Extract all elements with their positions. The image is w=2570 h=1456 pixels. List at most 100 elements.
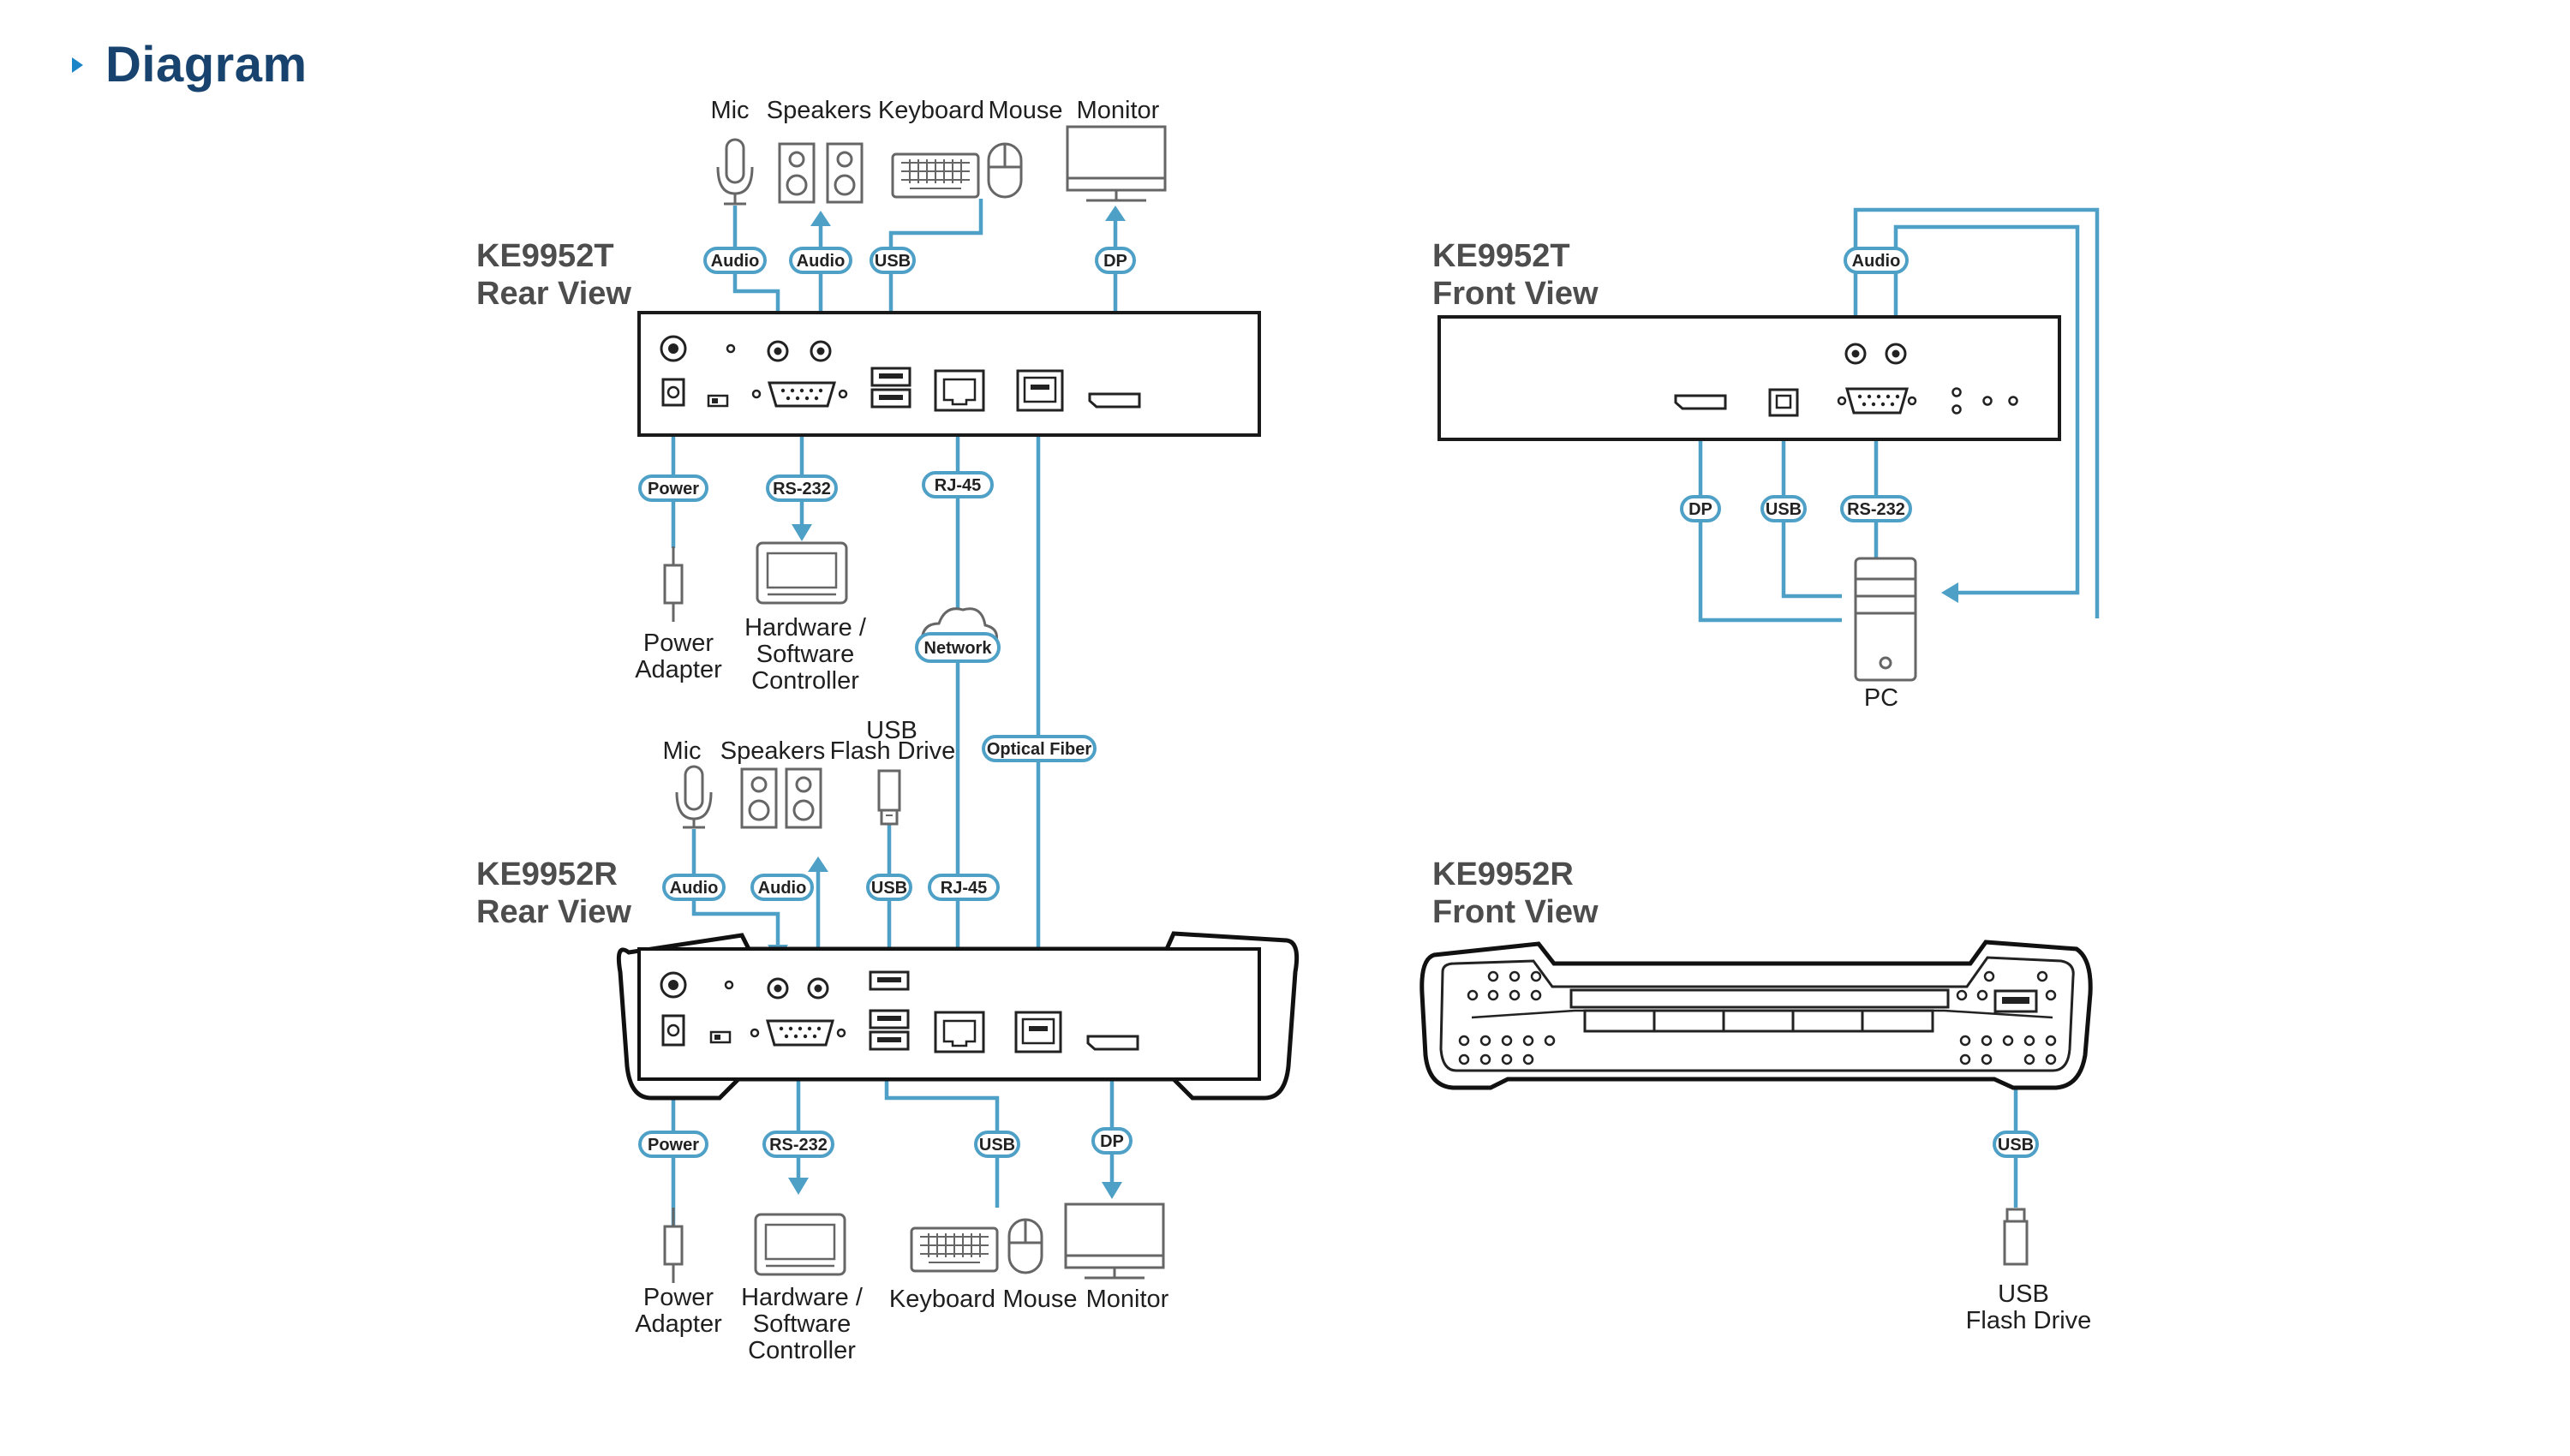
- svg-text:Audio: Audio: [670, 879, 719, 898]
- ke9952r-front-device: [1419, 940, 2093, 1090]
- svg-text:Audio: Audio: [1852, 252, 1901, 271]
- page-title: Diagram: [105, 37, 308, 92]
- svg-text:RS-232: RS-232: [773, 480, 831, 498]
- label-t-keyboard: Keyboard: [878, 97, 984, 124]
- mic-icon: [716, 138, 754, 206]
- svg-text:Network: Network: [924, 639, 993, 658]
- svg-text:Power: Power: [648, 480, 699, 498]
- label-r-controller-3: Controller: [748, 1337, 856, 1364]
- svg-text:DP: DP: [1688, 500, 1712, 519]
- svg-text:Power: Power: [648, 1136, 699, 1155]
- svg-text:RJ-45: RJ-45: [935, 476, 981, 495]
- ke9952t-rear-view-label: Rear View: [476, 276, 631, 312]
- svg-text:RJ-45: RJ-45: [941, 879, 987, 898]
- tag-r-power: Power: [638, 1131, 708, 1158]
- ke9952r-rear-model: KE9952R: [476, 856, 618, 892]
- ke9952r-rear-view-label: Rear View: [476, 894, 631, 930]
- svg-text:DP: DP: [1100, 1132, 1124, 1151]
- label-t-controller-3: Controller: [751, 667, 859, 695]
- r-usb-flash-icon: [877, 769, 901, 826]
- ke9952r-rear-device: [616, 931, 1300, 1101]
- tag-front-dp: DP: [1680, 495, 1721, 522]
- label-t-mouse: Mouse: [988, 97, 1062, 124]
- svg-text:DP: DP: [1103, 252, 1127, 271]
- svg-text:RS-232: RS-232: [1847, 500, 1905, 519]
- svg-text:USB: USB: [979, 1136, 1015, 1155]
- power-adapter-icon: [663, 546, 684, 622]
- tag-t-usb: USB: [870, 247, 916, 274]
- label-t-mic: Mic: [710, 97, 749, 124]
- tag-r-usb-keyboard: USB: [974, 1131, 1020, 1158]
- monitor-icon: [1066, 125, 1167, 202]
- tag-t-dp: DP: [1095, 247, 1136, 274]
- tag-r-speakers-audio: Audio: [750, 874, 814, 901]
- label-r-speakers: Speakers: [720, 737, 826, 765]
- speakers-icon: [778, 142, 864, 204]
- tag-front-rs232: RS-232: [1840, 495, 1912, 522]
- label-t-speakers: Speakers: [767, 97, 872, 124]
- label-t-power-adapter-1: Power: [643, 630, 714, 657]
- label-r-power-adapter-1: Power: [643, 1284, 714, 1311]
- tag-front-usb: USB: [1760, 495, 1807, 522]
- tag-t-speakers-audio: Audio: [789, 247, 852, 274]
- r-monitor-icon: [1064, 1202, 1165, 1280]
- svg-text:RS-232: RS-232: [769, 1136, 828, 1155]
- label-rfront-usb-flash-2: Flash Drive: [1966, 1307, 2092, 1334]
- ke9952r-front-view-label: Front View: [1432, 894, 1599, 930]
- label-t-monitor: Monitor: [1077, 97, 1160, 124]
- svg-text:Optical Fiber: Optical Fiber: [987, 740, 1091, 759]
- tag-t-rs232: RS-232: [766, 474, 838, 502]
- ke9952t-front-device: [1437, 315, 2061, 441]
- cable-t-keyboard-mouse: [888, 199, 983, 368]
- controller-icon: [756, 541, 848, 605]
- r-speakers-icon: [740, 767, 822, 829]
- r-power-adapter-icon: [663, 1208, 684, 1283]
- keyboard-icon: [891, 152, 980, 199]
- label-pc: PC: [1864, 684, 1898, 712]
- vent-holes-left: [1458, 970, 1556, 1065]
- bullet-icon: [72, 57, 83, 73]
- label-r-usb-flash-1: USB: [866, 717, 917, 744]
- label-t-power-adapter-2: Adapter: [635, 656, 722, 683]
- tag-r-dp: DP: [1091, 1127, 1133, 1155]
- svg-text:Audio: Audio: [711, 252, 760, 271]
- tag-r-mic-audio: Audio: [662, 874, 726, 901]
- svg-text:Audio: Audio: [758, 879, 807, 898]
- tag-rfront-usb: USB: [1993, 1131, 2039, 1158]
- cable-front-usb: [1781, 415, 1842, 599]
- label-r-mic: Mic: [662, 737, 701, 765]
- pc-tower-icon: [1854, 557, 1917, 682]
- r-keyboard-icon: [910, 1226, 999, 1273]
- tag-optical-fiber: Optical Fiber: [982, 735, 1097, 762]
- r-controller-icon: [754, 1213, 846, 1276]
- page-header: Diagram: [72, 36, 308, 93]
- tag-t-power: Power: [638, 474, 708, 502]
- svg-text:USB: USB: [1766, 500, 1802, 519]
- tag-r-rs232: RS-232: [762, 1131, 834, 1158]
- ke9952r-front-model: KE9952R: [1432, 856, 1574, 892]
- cable-front-mic-pc: [1853, 207, 2100, 618]
- vent-holes-right: [1956, 970, 2057, 1065]
- svg-text:USB: USB: [875, 252, 911, 271]
- ke9952t-front-view-label: Front View: [1432, 276, 1599, 312]
- ke9952t-rear-model: KE9952T: [476, 238, 614, 274]
- label-r-mouse: Mouse: [1002, 1286, 1077, 1313]
- label-r-monitor: Monitor: [1086, 1286, 1169, 1313]
- ke9952t-front-model: KE9952T: [1432, 238, 1570, 274]
- r-mouse-icon: [1007, 1218, 1043, 1274]
- tag-t-mic-audio: Audio: [703, 247, 767, 274]
- label-r-controller-2: Software: [753, 1310, 851, 1338]
- label-t-controller-2: Software: [756, 641, 854, 668]
- label-r-keyboard: Keyboard: [889, 1286, 995, 1313]
- label-rfront-usb-flash-1: USB: [1998, 1280, 2049, 1308]
- svg-text:USB: USB: [871, 879, 907, 898]
- tag-t-rj45: RJ-45: [922, 471, 994, 498]
- rfront-usb-flash-icon: [2003, 1208, 2029, 1266]
- tag-network: Network: [915, 632, 1001, 663]
- cable-front-dp: [1698, 433, 1842, 623]
- ke9952t-rear-device: [637, 311, 1261, 437]
- svg-text:USB: USB: [1998, 1136, 2034, 1155]
- svg-text:Audio: Audio: [797, 252, 846, 271]
- tag-front-audio: Audio: [1844, 247, 1909, 274]
